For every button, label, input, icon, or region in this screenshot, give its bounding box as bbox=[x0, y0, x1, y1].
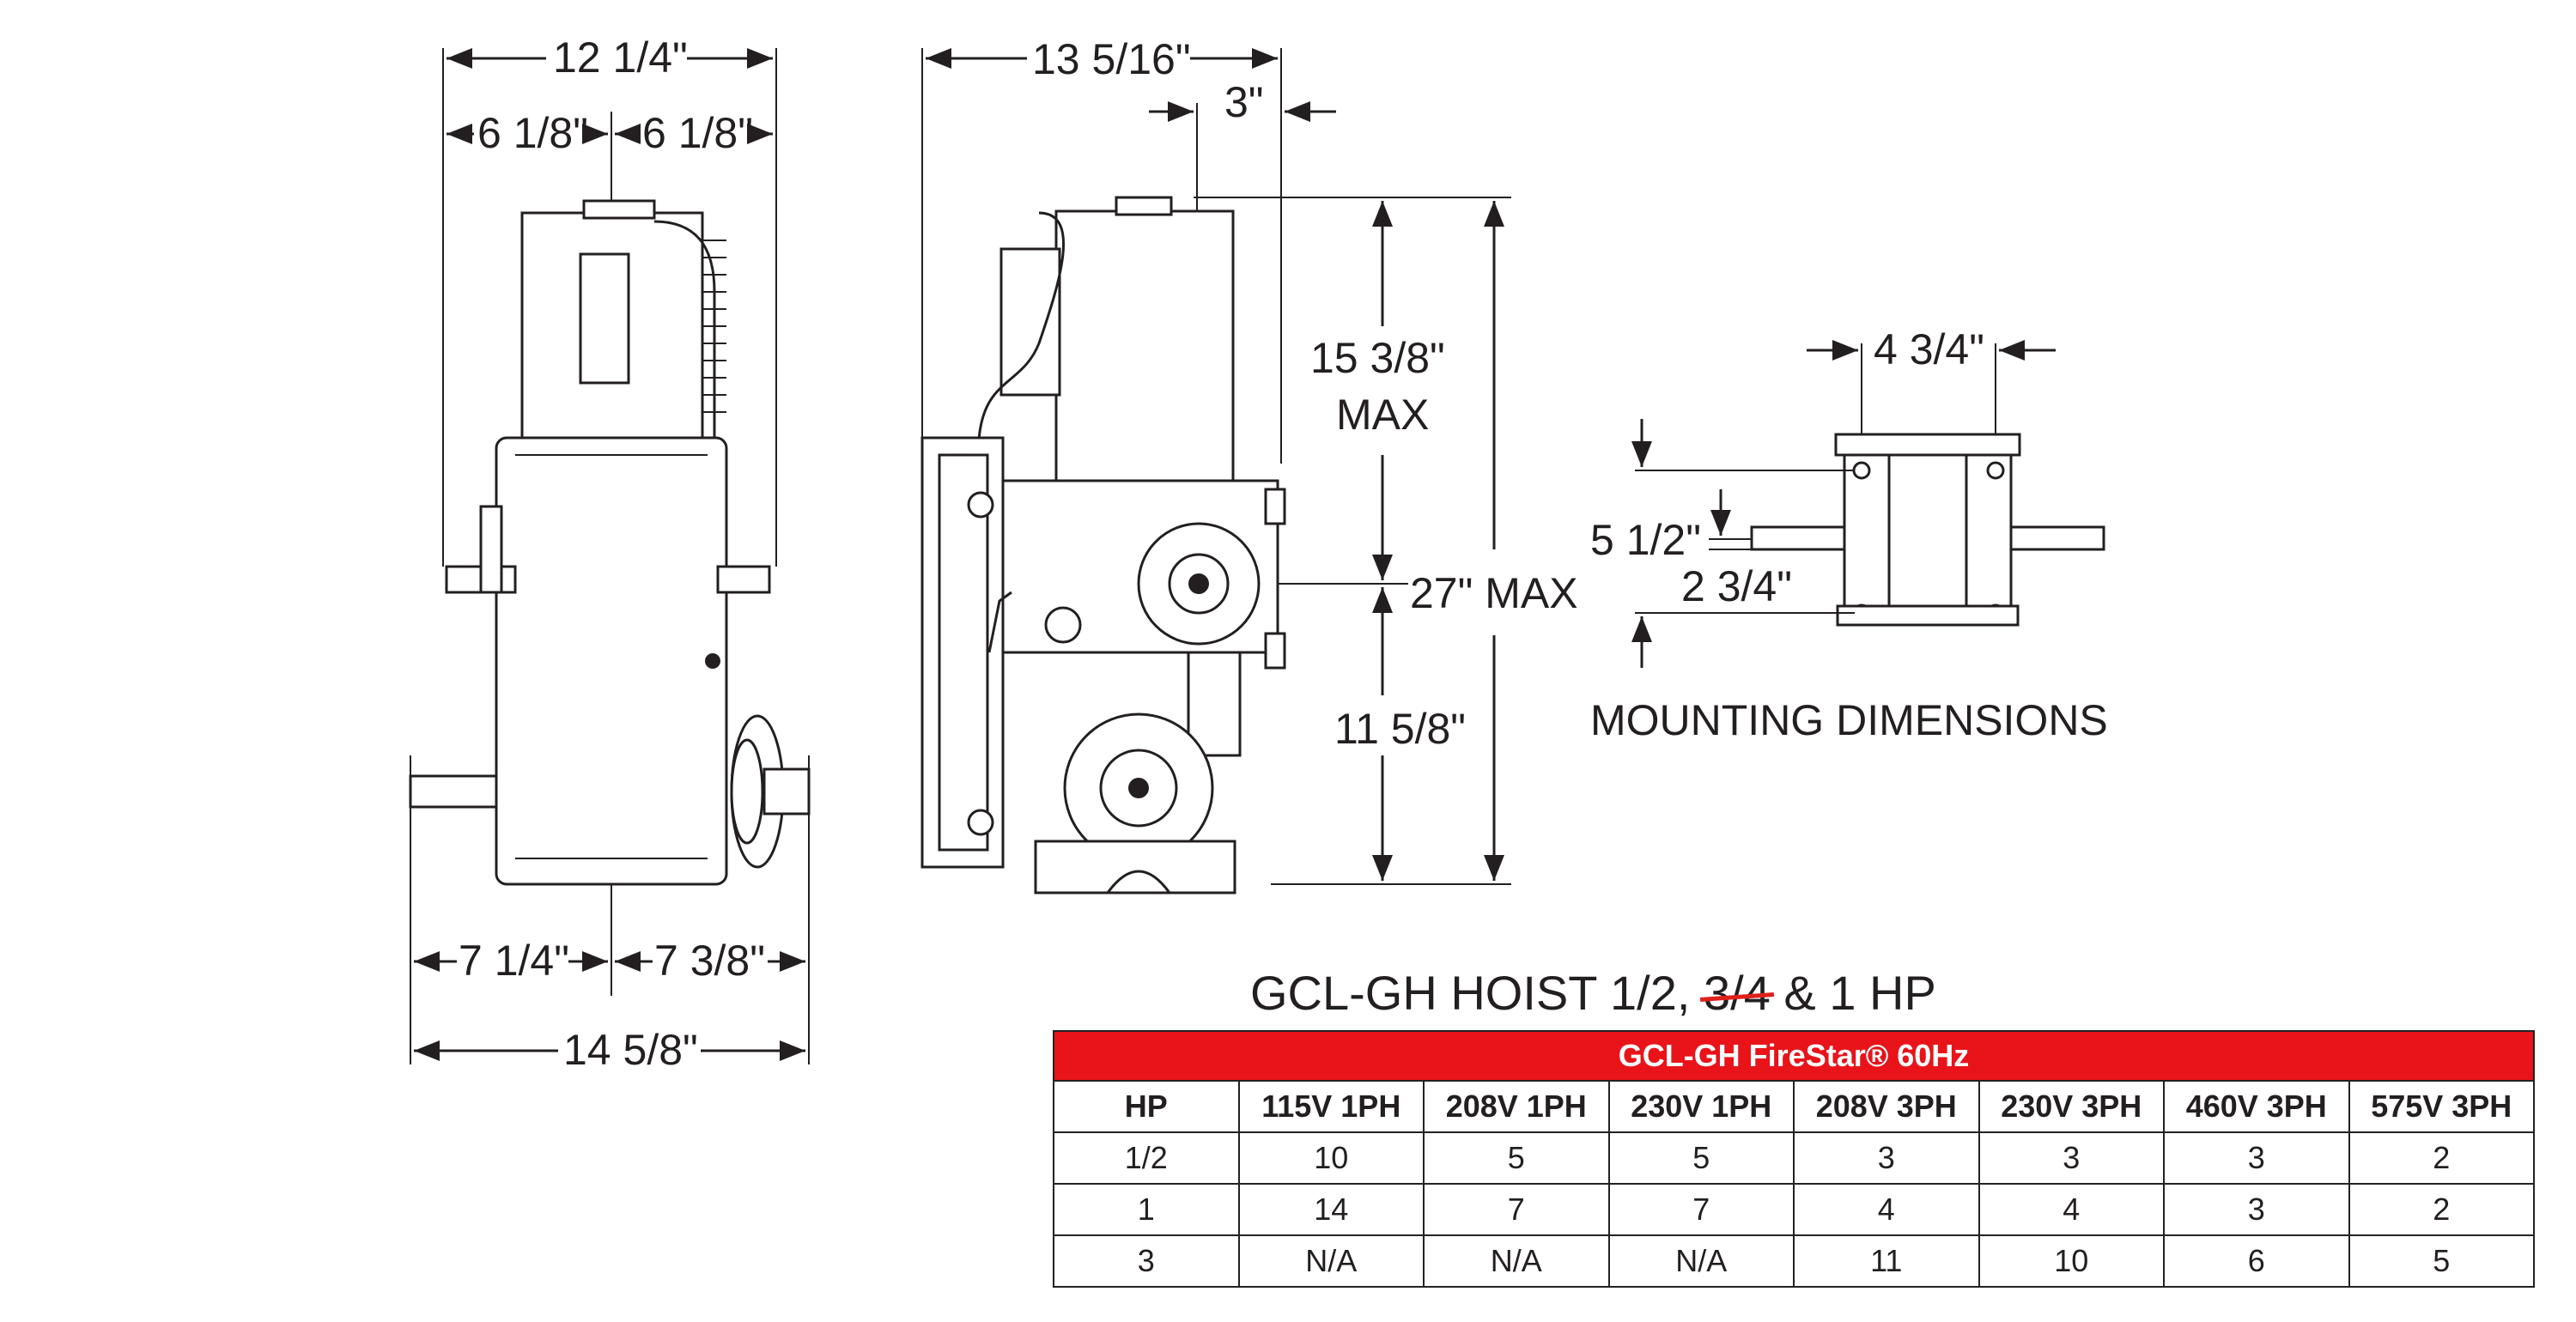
title-text-after: & 1 HP bbox=[1770, 966, 1936, 1020]
dim-total-height: 27" MAX bbox=[1410, 569, 1578, 617]
dim-overall-depth: 13 5/16" bbox=[1032, 35, 1191, 83]
dim-half-left: 6 1/8" bbox=[477, 109, 588, 157]
dim-lower-height: 11 5/8" bbox=[1334, 705, 1466, 753]
table-row: 3 N/A N/A N/A 11 10 6 5 bbox=[1053, 1234, 2535, 1288]
mounting-label: MOUNTING DIMENSIONS bbox=[1590, 696, 2108, 744]
dim-upper-height: 15 3/8" bbox=[1310, 334, 1445, 382]
col-header: HP bbox=[1053, 1080, 1240, 1133]
table-cell: N/A bbox=[1607, 1234, 1795, 1288]
col-header: 575V 3PH bbox=[2348, 1080, 2535, 1133]
table-banner: GCL-GH FireStar® 60Hz bbox=[1053, 1030, 2535, 1082]
table-cell: 2 bbox=[2348, 1183, 2535, 1236]
table-cell: 10 bbox=[1237, 1131, 1425, 1185]
dim-base-left: 7 1/4" bbox=[459, 937, 569, 985]
dim-mount-outer-height: 5 1/2" bbox=[1590, 516, 1701, 564]
dim-upper-height-note: MAX bbox=[1336, 391, 1429, 439]
table-cell: 3 bbox=[2163, 1131, 2350, 1185]
mounting-view: 4 3/4" 5 1/2" 2 3/4" MOUNTING DIMENSIONS bbox=[1590, 325, 2108, 744]
table-cell: 7 bbox=[1607, 1183, 1795, 1236]
table-cell: 1/2 bbox=[1053, 1131, 1240, 1185]
table-cell: 3 bbox=[1978, 1131, 2165, 1185]
table-cell: 5 bbox=[1423, 1131, 1610, 1185]
table-header-row: HP 115V 1PH 208V 1PH 230V 1PH 208V 3PH 2… bbox=[1053, 1080, 2535, 1133]
gearbox-body bbox=[495, 436, 728, 886]
table-cell: 11 bbox=[1793, 1234, 1980, 1288]
table-cell: 3 bbox=[1053, 1234, 1240, 1288]
col-header: 230V 3PH bbox=[1978, 1080, 2165, 1133]
dim-offset: 3" bbox=[1224, 78, 1264, 126]
dim-overall-width: 12 1/4" bbox=[553, 33, 688, 82]
table-cell: 10 bbox=[1978, 1234, 2165, 1288]
dim-mount-top-width: 4 3/4" bbox=[1874, 325, 1984, 373]
dim-half-right: 6 1/8" bbox=[642, 109, 753, 157]
title-struck-text: 3/4 bbox=[1703, 966, 1771, 1020]
table-cell: N/A bbox=[1423, 1234, 1610, 1288]
col-header: 115V 1PH bbox=[1237, 1080, 1425, 1133]
table-cell: 4 bbox=[1793, 1183, 1980, 1236]
hoist-title: GCL-GH HOIST 1/2, 3/4 & 1 HP bbox=[1250, 965, 1936, 1021]
spec-table: GCL-GH FireStar® 60Hz HP 115V 1PH 208V 1… bbox=[1053, 1030, 2535, 1288]
table-cell: 14 bbox=[1237, 1183, 1425, 1236]
dim-base-right: 7 3/8" bbox=[654, 937, 765, 985]
table-cell: 6 bbox=[2163, 1234, 2350, 1288]
dim-mount-inner-height: 2 3/4" bbox=[1681, 562, 1792, 610]
side-view: 13 5/16" 3" 15 3/8" MAX 11 5/8" 27" MAX bbox=[920, 35, 1578, 894]
table-cell: 3 bbox=[2163, 1183, 2350, 1236]
table-row: 1/2 10 5 5 3 3 3 2 bbox=[1053, 1131, 2535, 1185]
table-cell: 2 bbox=[2348, 1131, 2535, 1185]
table-cell: N/A bbox=[1237, 1234, 1425, 1288]
motor-housing-side bbox=[1054, 209, 1235, 488]
col-header: 208V 1PH bbox=[1423, 1080, 1610, 1133]
table-cell: 1 bbox=[1053, 1183, 1240, 1236]
table-cell: 3 bbox=[1793, 1131, 1980, 1185]
table-cell: 5 bbox=[2348, 1234, 2535, 1288]
table-cell: 7 bbox=[1423, 1183, 1610, 1236]
dim-base-overall: 14 5/8" bbox=[563, 1026, 698, 1074]
col-header: 230V 1PH bbox=[1607, 1080, 1795, 1133]
table-cell: 5 bbox=[1607, 1131, 1795, 1185]
front-view: 12 1/4" 6 1/8" 6 1/8" 7 1/4" 7 3/8" bbox=[409, 33, 811, 1074]
table-row: 1 14 7 7 4 4 3 2 bbox=[1053, 1183, 2535, 1236]
col-header: 208V 3PH bbox=[1793, 1080, 1980, 1133]
title-text-before: GCL-GH HOIST 1/2, bbox=[1250, 966, 1704, 1020]
col-header: 460V 3PH bbox=[2163, 1080, 2350, 1133]
table-cell: 4 bbox=[1978, 1183, 2165, 1236]
